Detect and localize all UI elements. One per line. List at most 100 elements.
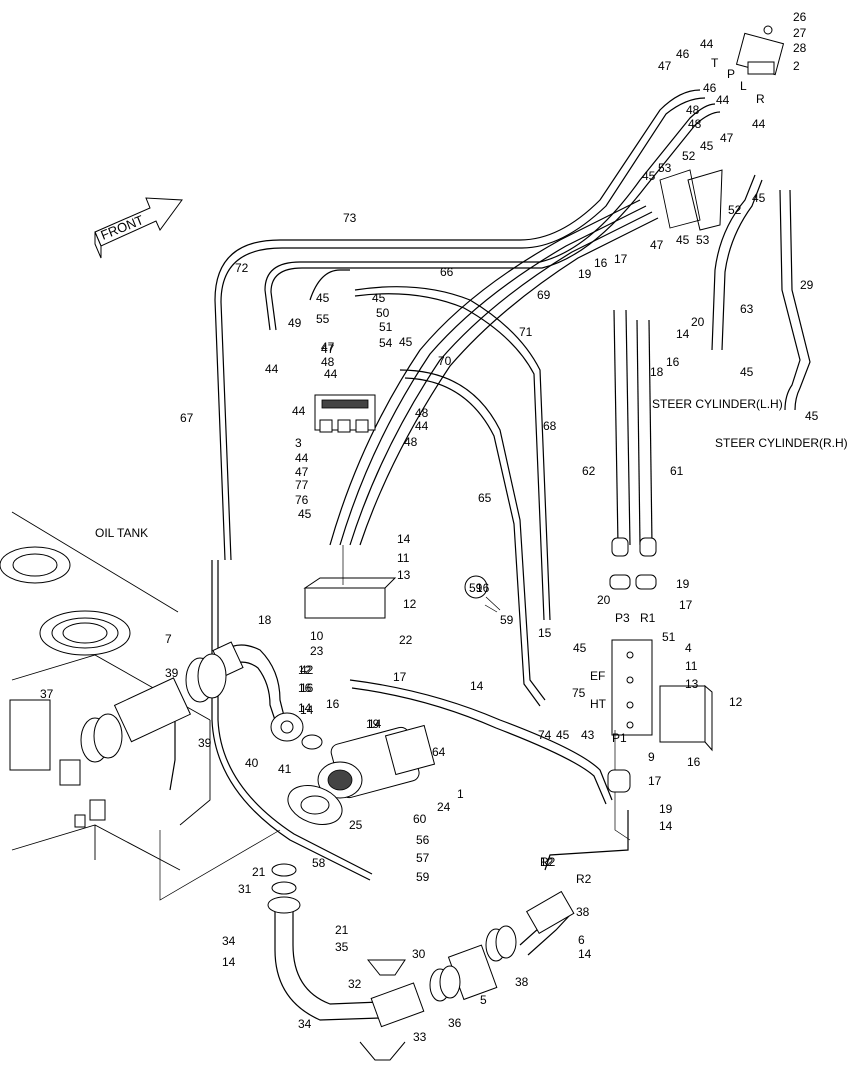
callout-number: 24 — [437, 800, 451, 814]
callout-number: 33 — [413, 1030, 427, 1044]
callout-number: 25 — [349, 818, 363, 832]
callout-number: 35 — [335, 940, 349, 954]
callout-number: 47 — [295, 465, 309, 479]
callout-number: 45 — [573, 641, 587, 655]
callout-number: 57 — [416, 851, 430, 865]
callout-number: 22 — [399, 633, 413, 647]
callout-number: 16 — [326, 697, 340, 711]
port-ht-label: HT — [590, 697, 607, 711]
callout-number: 73 — [343, 211, 357, 225]
callout-number: 29 — [800, 278, 814, 292]
port-labels: T P L R EF HT P3 R1 P1 R2 STEER CYLINDER… — [540, 56, 848, 869]
callout-number: 19 — [659, 802, 673, 816]
callout-number: 44 — [324, 367, 338, 381]
callout-number: 36 — [448, 1016, 462, 1030]
callout-number: 6 — [578, 933, 585, 947]
callout-number: 48 — [321, 355, 335, 369]
callout-number: 58 — [312, 856, 326, 870]
callout-number: 34 — [222, 934, 236, 948]
callout-number: 44 — [716, 93, 730, 107]
callout-number: 12 — [403, 597, 417, 611]
callout-number: 47 — [321, 340, 335, 354]
callout-number: 11 — [397, 551, 410, 565]
callout-number: 2 — [793, 59, 800, 73]
callout-number: 17 — [648, 774, 662, 788]
callout-number: 16 — [300, 681, 314, 695]
callout-number: 49 — [288, 316, 302, 330]
port-r2-label: R2 — [540, 855, 556, 869]
callout-number: 45 — [399, 335, 413, 349]
callout-number: 44 — [415, 419, 429, 433]
callout-number: 20 — [691, 315, 705, 329]
callout-number: 75 — [572, 686, 586, 700]
callout-number: 66 — [440, 265, 454, 279]
callout-number: 7 — [165, 632, 172, 646]
callout-number: 51 — [379, 320, 393, 334]
callout-number: 47 — [658, 59, 672, 73]
callout-number: 64 — [432, 745, 446, 759]
callout-number: 32 — [348, 977, 362, 991]
callout-number: 77 — [295, 478, 309, 492]
callout-number: 20 — [597, 593, 611, 607]
callout-number: 12 — [729, 695, 743, 709]
callout-number: 34 — [298, 1017, 312, 1031]
callout-number: 40 — [245, 756, 259, 770]
callout-number: 16 — [687, 755, 701, 769]
front-label: FRONT — [99, 212, 146, 243]
reference-number: 59 — [469, 581, 483, 595]
callout-number: 3 — [295, 436, 302, 450]
callout-number: 76 — [295, 493, 309, 507]
callout-number: 19 — [578, 267, 592, 281]
callout-number: 47 — [650, 238, 664, 252]
callout-number: 48 — [404, 435, 418, 449]
callout-number: 65 — [478, 491, 492, 505]
callout-number: 44 — [292, 404, 306, 418]
callout-number: 39 — [198, 736, 212, 750]
callout-number: 21 — [252, 865, 266, 879]
callout-number: 14 — [298, 701, 312, 715]
callout-number: 42 — [300, 663, 314, 677]
callout-number: 38 — [576, 905, 590, 919]
callout-number: 17 — [614, 252, 628, 266]
callout-number: 23 — [310, 644, 324, 658]
callout-number: 27 — [793, 26, 807, 40]
port-t-label: T — [711, 56, 719, 70]
callout-number: 45 — [700, 139, 714, 153]
callout-number: 68 — [543, 419, 557, 433]
callout-number: 45 — [805, 409, 819, 423]
callout-number: 46 — [676, 47, 690, 61]
steering-unit — [735, 25, 785, 76]
callout-number: 15 — [538, 626, 552, 640]
port-r1-label: R1 — [640, 611, 656, 625]
callout-number: 16 — [666, 355, 680, 369]
port-p-label: P — [727, 67, 735, 81]
valve-block — [611, 639, 653, 736]
callout-number: 59 — [500, 613, 514, 627]
callout-number: 10 — [310, 629, 324, 643]
callout-number: 44 — [265, 362, 279, 376]
callout-number: 45 — [372, 291, 386, 305]
callout-number: 45 — [676, 233, 690, 247]
reference-callout: 59 — [464, 575, 501, 611]
callout-number: 28 — [793, 41, 807, 55]
port-l-label: L — [740, 79, 747, 93]
callout-number: 53 — [696, 233, 710, 247]
hydraulic-pump — [317, 724, 436, 799]
callout-number: 63 — [740, 302, 754, 316]
callout-number: 14 — [397, 532, 411, 546]
callout-number: 26 — [793, 10, 807, 24]
port-p1-label: P1 — [612, 731, 627, 745]
callout-number: R2 — [576, 872, 592, 886]
callout-number: 47 — [720, 131, 734, 145]
callout-number: 44 — [752, 117, 766, 131]
callout-number: 14 — [470, 679, 484, 693]
callout-number: 41 — [278, 762, 292, 776]
callout-number: 52 — [728, 203, 742, 217]
callout-number: 45 — [316, 291, 330, 305]
callout-number: 50 — [376, 306, 390, 320]
callout-number: 45 — [298, 507, 312, 521]
callout-number: 71 — [519, 325, 533, 339]
callout-number: 19 — [676, 577, 690, 591]
callout-number: 39 — [165, 666, 179, 680]
